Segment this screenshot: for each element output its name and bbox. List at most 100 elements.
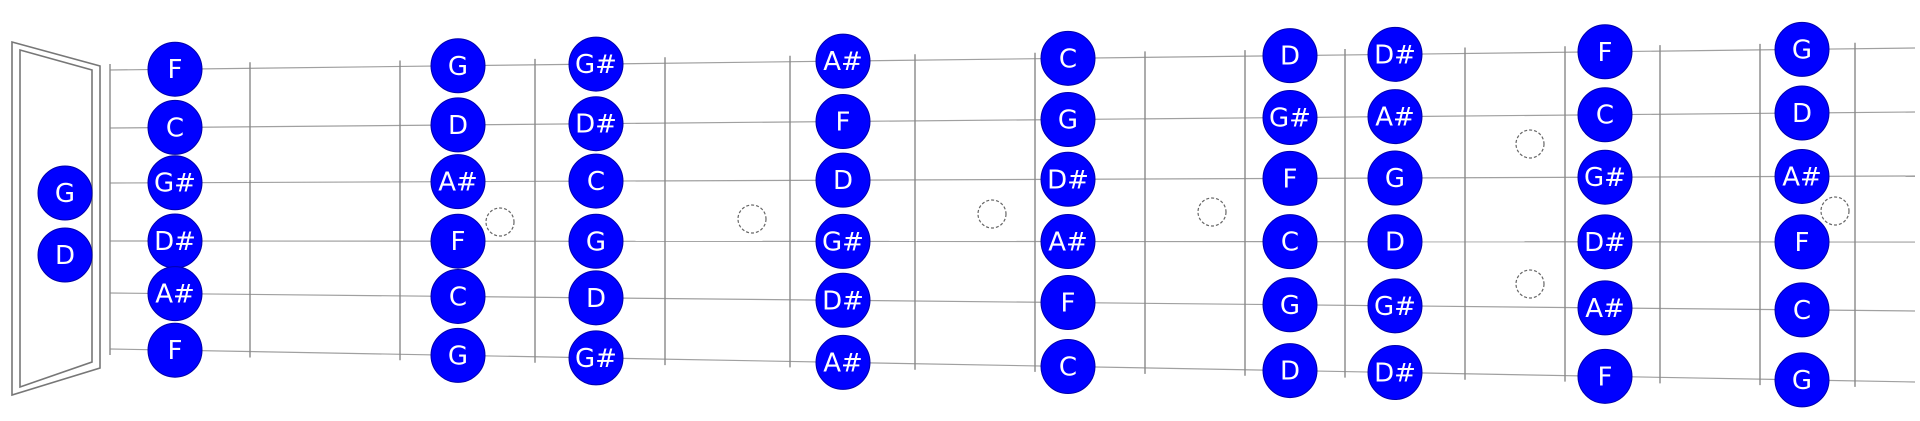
note-circle <box>1577 24 1633 80</box>
note-circle <box>147 266 203 322</box>
note-label: F <box>1598 38 1613 68</box>
fret-position-marker <box>1820 196 1850 226</box>
note-label: D <box>448 111 468 141</box>
note-label: G <box>448 341 468 371</box>
note-label: C <box>1281 228 1299 258</box>
note-circle <box>1040 275 1096 331</box>
note-circle <box>1577 280 1633 336</box>
note-marker: F <box>1040 275 1096 331</box>
note-circle <box>430 213 486 269</box>
note-label: G <box>448 52 468 82</box>
note-circle <box>37 227 93 283</box>
note-circle <box>815 152 871 208</box>
note-label: D <box>586 284 606 314</box>
note-label: C <box>1059 353 1077 383</box>
note-label: C <box>587 167 605 197</box>
note-marker: G <box>1040 92 1096 148</box>
note-marker: G <box>430 38 486 94</box>
note-label: G# <box>1269 104 1311 134</box>
note-label: G# <box>575 50 617 80</box>
note-circle <box>1774 352 1830 408</box>
note-circle <box>1262 214 1318 270</box>
string-line <box>109 348 1916 383</box>
note-circle <box>1367 278 1423 334</box>
note-marker: G <box>1367 150 1423 206</box>
note-marker: F <box>147 322 203 378</box>
note-label: F <box>1598 362 1613 392</box>
fret-position-marker <box>737 204 767 234</box>
note-marker: F <box>430 213 486 269</box>
note-label: F <box>1283 164 1298 194</box>
note-marker: G <box>1774 21 1830 77</box>
note-marker: C <box>430 268 486 324</box>
note-label: G <box>1792 366 1812 396</box>
note-marker: A# <box>1577 280 1633 336</box>
note-marker: D# <box>815 272 871 328</box>
note-label: A# <box>1048 228 1088 258</box>
note-marker: A# <box>1040 214 1096 270</box>
note-marker: A# <box>815 33 871 89</box>
fret-markers <box>485 129 1850 299</box>
note-label: F <box>1795 228 1810 258</box>
note-marker: G# <box>147 155 203 211</box>
note-circle <box>815 33 871 89</box>
note-label: G# <box>822 227 864 257</box>
note-label: D <box>833 166 853 196</box>
note-label: G <box>1792 35 1812 65</box>
note-marker: C <box>568 153 624 209</box>
note-label: D# <box>1584 228 1626 258</box>
note-marker: A# <box>430 154 486 210</box>
note-label: D <box>1792 99 1812 129</box>
note-marker: F <box>1577 348 1633 404</box>
string-line <box>109 292 1916 312</box>
note-circle <box>815 213 871 269</box>
note-circle <box>568 96 624 152</box>
note-label: D# <box>822 286 864 316</box>
note-label: C <box>1059 44 1077 74</box>
note-circle <box>568 213 624 269</box>
note-label: D# <box>154 227 196 257</box>
note-label: A# <box>155 280 195 310</box>
note-marker: C <box>1040 339 1096 395</box>
note-circle <box>1577 348 1633 404</box>
note-marker: C <box>147 99 203 155</box>
note-marker: C <box>1774 282 1830 338</box>
note-circle <box>1040 92 1096 148</box>
note-label: C <box>166 113 184 143</box>
note-label: C <box>449 282 467 312</box>
note-label: A# <box>1375 103 1415 133</box>
note-circle <box>430 97 486 153</box>
note-marker: D# <box>1040 151 1096 207</box>
note-circle <box>815 272 871 328</box>
note-marker: G# <box>568 36 624 92</box>
note-circle <box>1367 89 1423 145</box>
note-circle <box>147 155 203 211</box>
note-label: F <box>451 227 466 257</box>
note-marker: D# <box>568 96 624 152</box>
note-marker: G <box>37 165 93 221</box>
note-circle <box>1040 30 1096 86</box>
note-label: D <box>1280 357 1300 387</box>
note-marker: A# <box>1774 148 1830 204</box>
note-circle <box>1367 150 1423 206</box>
note-circle <box>568 153 624 209</box>
note-circle <box>1262 28 1318 84</box>
note-marker: F <box>1577 24 1633 80</box>
note-circle <box>430 38 486 94</box>
note-circle <box>568 270 624 326</box>
note-marker: G# <box>1262 90 1318 146</box>
note-label: D# <box>575 110 617 140</box>
note-circle <box>1774 282 1830 338</box>
note-marker: G <box>1774 352 1830 408</box>
note-marker: D# <box>147 213 203 269</box>
note-marker: G# <box>1367 278 1423 334</box>
note-label: C <box>1793 296 1811 326</box>
note-marker: F <box>147 41 203 97</box>
note-circle <box>1774 214 1830 270</box>
note-label: A# <box>1782 162 1822 192</box>
note-marker: D <box>1262 28 1318 84</box>
note-marker: F <box>1774 214 1830 270</box>
note-label: G <box>586 227 606 257</box>
